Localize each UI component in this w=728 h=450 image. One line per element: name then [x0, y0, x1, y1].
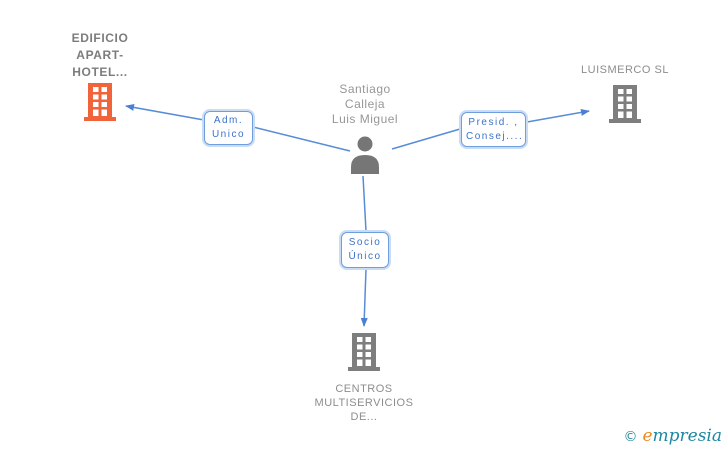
relation-adm-unico: Adm. Unico — [204, 111, 253, 145]
relation-socio-unico: Socio Único — [341, 232, 389, 268]
person-name-line1: Santiago — [339, 82, 391, 96]
relation-presid-consej-line2: Consej.... — [466, 130, 524, 142]
entity-santiago-calleja[interactable]: Santiago Calleja Luis Miguel — [295, 82, 435, 179]
relation-adm-unico-line1: Adm. — [213, 115, 244, 126]
entity-edificio-apart-hotel[interactable]: EDIFICIO APART- HOTEL... — [30, 30, 170, 126]
connector-person-to-adm-box — [252, 126, 351, 152]
relation-socio-unico-line1: Socio — [348, 237, 382, 248]
entity-centros-name-line1: CENTROS — [335, 383, 393, 395]
connector-person-to-presid-box — [391, 128, 461, 150]
entity-luismerco-sl[interactable]: LUISMERCO SL — [555, 63, 695, 128]
empresia-wordmark: empresia — [642, 426, 722, 446]
connector-presid-box-to-luismerco — [526, 108, 590, 123]
person-name-line3: Luis Miguel — [331, 112, 399, 126]
entity-edificio-name-line2: APART- — [76, 48, 124, 62]
building-icon — [84, 83, 116, 126]
person-name-line2: Calleja — [344, 97, 386, 111]
relation-adm-unico-line2: Unico — [211, 129, 246, 140]
entity-edificio-name-line1: EDIFICIO — [71, 31, 129, 45]
entity-edificio-name-line3: HOTEL... — [72, 65, 128, 79]
connector-adm-box-to-edificio — [125, 103, 205, 121]
empresia-logo[interactable]: © empresia — [623, 426, 722, 446]
entity-centros-name-line2: MULTISERVICIOS — [314, 397, 414, 409]
relation-presid-consej-line1: Presid. , — [468, 116, 519, 128]
entity-luismerco-name: LUISMERCO SL — [581, 64, 669, 76]
empresia-wordmark-rest: mpresia — [652, 426, 723, 446]
person-icon — [347, 136, 383, 179]
connector-person-to-socio-box — [362, 175, 367, 232]
copyright-icon: © — [623, 429, 638, 445]
relation-presid-consej: Presid. , Consej.... — [461, 112, 526, 147]
building-icon — [609, 85, 641, 128]
empresia-wordmark-e: e — [642, 426, 653, 446]
relation-socio-unico-line2: Único — [348, 251, 382, 262]
connector-socio-box-to-centros — [360, 268, 368, 327]
building-icon — [348, 333, 380, 376]
entity-centros-multiservicios[interactable]: CENTROS MULTISERVICIOS DE... — [294, 333, 434, 424]
entity-centros-name-line3: DE... — [350, 411, 378, 423]
